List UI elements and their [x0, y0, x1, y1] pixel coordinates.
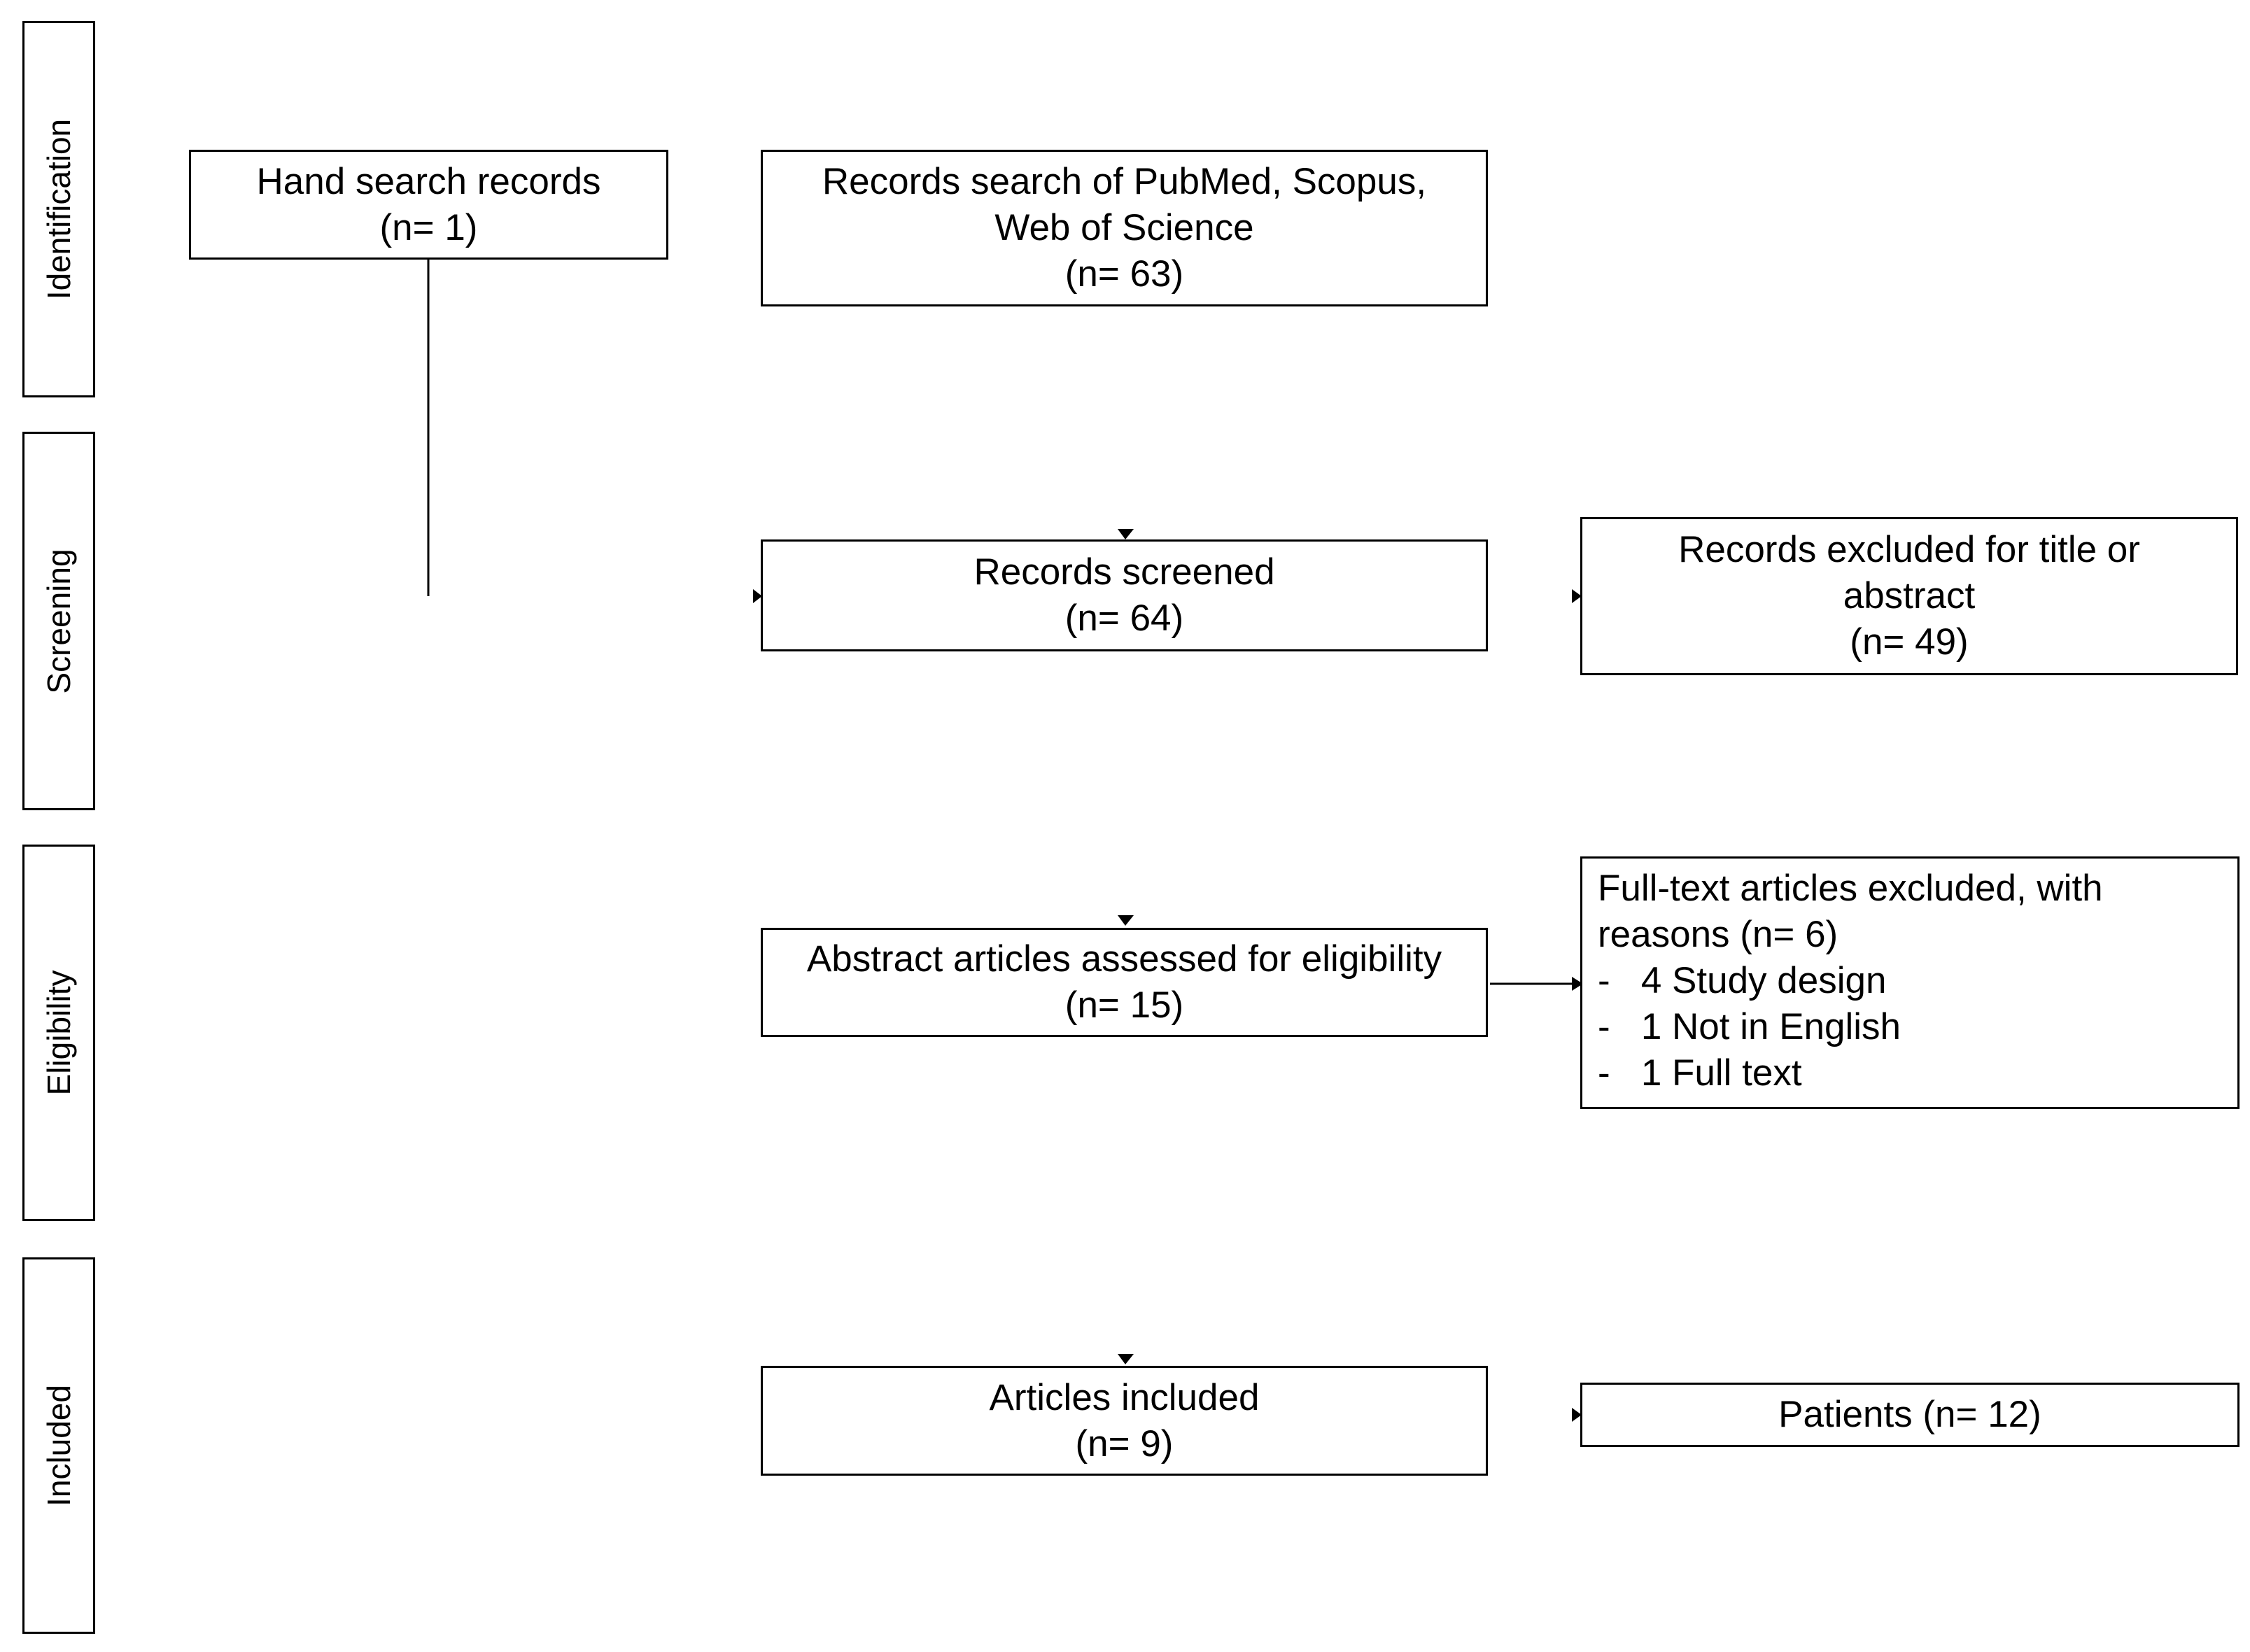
included-to-patients-arrowhead	[1572, 1408, 1582, 1422]
records-excluded-title-cont: abstract	[1843, 575, 1976, 616]
phase-identification-label: Identification	[41, 118, 77, 300]
hand-search-count: (n= 1)	[379, 206, 478, 248]
phase-included: Included	[22, 1257, 95, 1634]
database-search-title: Records search of PubMed, Scopus,	[822, 161, 1427, 202]
abstract-assessed-count: (n= 15)	[1064, 984, 1184, 1026]
database-search-sources: Web of Science	[994, 207, 1254, 248]
records-excluded-count: (n= 49)	[1850, 621, 1969, 663]
screened-to-excluded-arrowhead	[1572, 589, 1582, 603]
records-screened-title: Records screened	[973, 551, 1275, 593]
fulltext-excluded-title: Full-text articles excluded, with	[1598, 868, 2103, 909]
phase-included-label: Included	[41, 1385, 77, 1506]
screened-to-assessed-arrowhead	[1118, 915, 1134, 926]
articles-included-title: Articles included	[989, 1376, 1260, 1418]
articles-included-box: Articles included (n= 9)	[761, 1366, 1488, 1476]
fulltext-reason-not-english: - 1 Not in English	[1598, 1006, 1901, 1047]
fulltext-excluded-box: Full-text articles excluded, with reason…	[1580, 856, 2240, 1109]
fulltext-reason-study-design: - 4 Study design	[1598, 960, 1887, 1001]
records-screened-box: Records screened (n= 64)	[761, 539, 1488, 651]
phase-eligibility: Eligibility	[22, 845, 95, 1221]
fulltext-excluded-reasons-count: reasons (n= 6)	[1598, 914, 1838, 955]
database-search-box: Records search of PubMed, Scopus, Web of…	[761, 150, 1488, 306]
hand-search-arrowhead	[753, 589, 762, 603]
hand-search-title: Hand search records	[256, 160, 601, 202]
abstract-assessed-box: Abstract articles assessed for eligibili…	[761, 928, 1488, 1037]
fulltext-reason-full-text: - 1 Full text	[1598, 1052, 1802, 1094]
articles-included-count: (n= 9)	[1075, 1422, 1174, 1464]
phase-eligibility-label: Eligibility	[41, 970, 77, 1096]
abstract-assessed-title: Abstract articles assessed for eligibili…	[806, 938, 1442, 980]
phase-identification: Identification	[22, 21, 95, 397]
database-search-count: (n= 63)	[1064, 253, 1184, 295]
phase-screening-label: Screening	[41, 548, 77, 694]
records-excluded-title: Records excluded for title or	[1678, 529, 2140, 570]
assessed-to-fulltext-arrowhead	[1572, 977, 1583, 991]
assessed-to-included-arrowhead	[1118, 1354, 1134, 1364]
records-excluded-box: Records excluded for title or abstract (…	[1580, 517, 2238, 675]
database-to-screened-arrowhead	[1118, 529, 1134, 539]
patients-count: Patients (n= 12)	[1778, 1394, 2041, 1435]
records-screened-count: (n= 64)	[1064, 598, 1184, 639]
hand-search-box: Hand search records (n= 1)	[189, 150, 668, 260]
phase-screening: Screening	[22, 432, 95, 810]
patients-box: Patients (n= 12)	[1580, 1383, 2240, 1447]
